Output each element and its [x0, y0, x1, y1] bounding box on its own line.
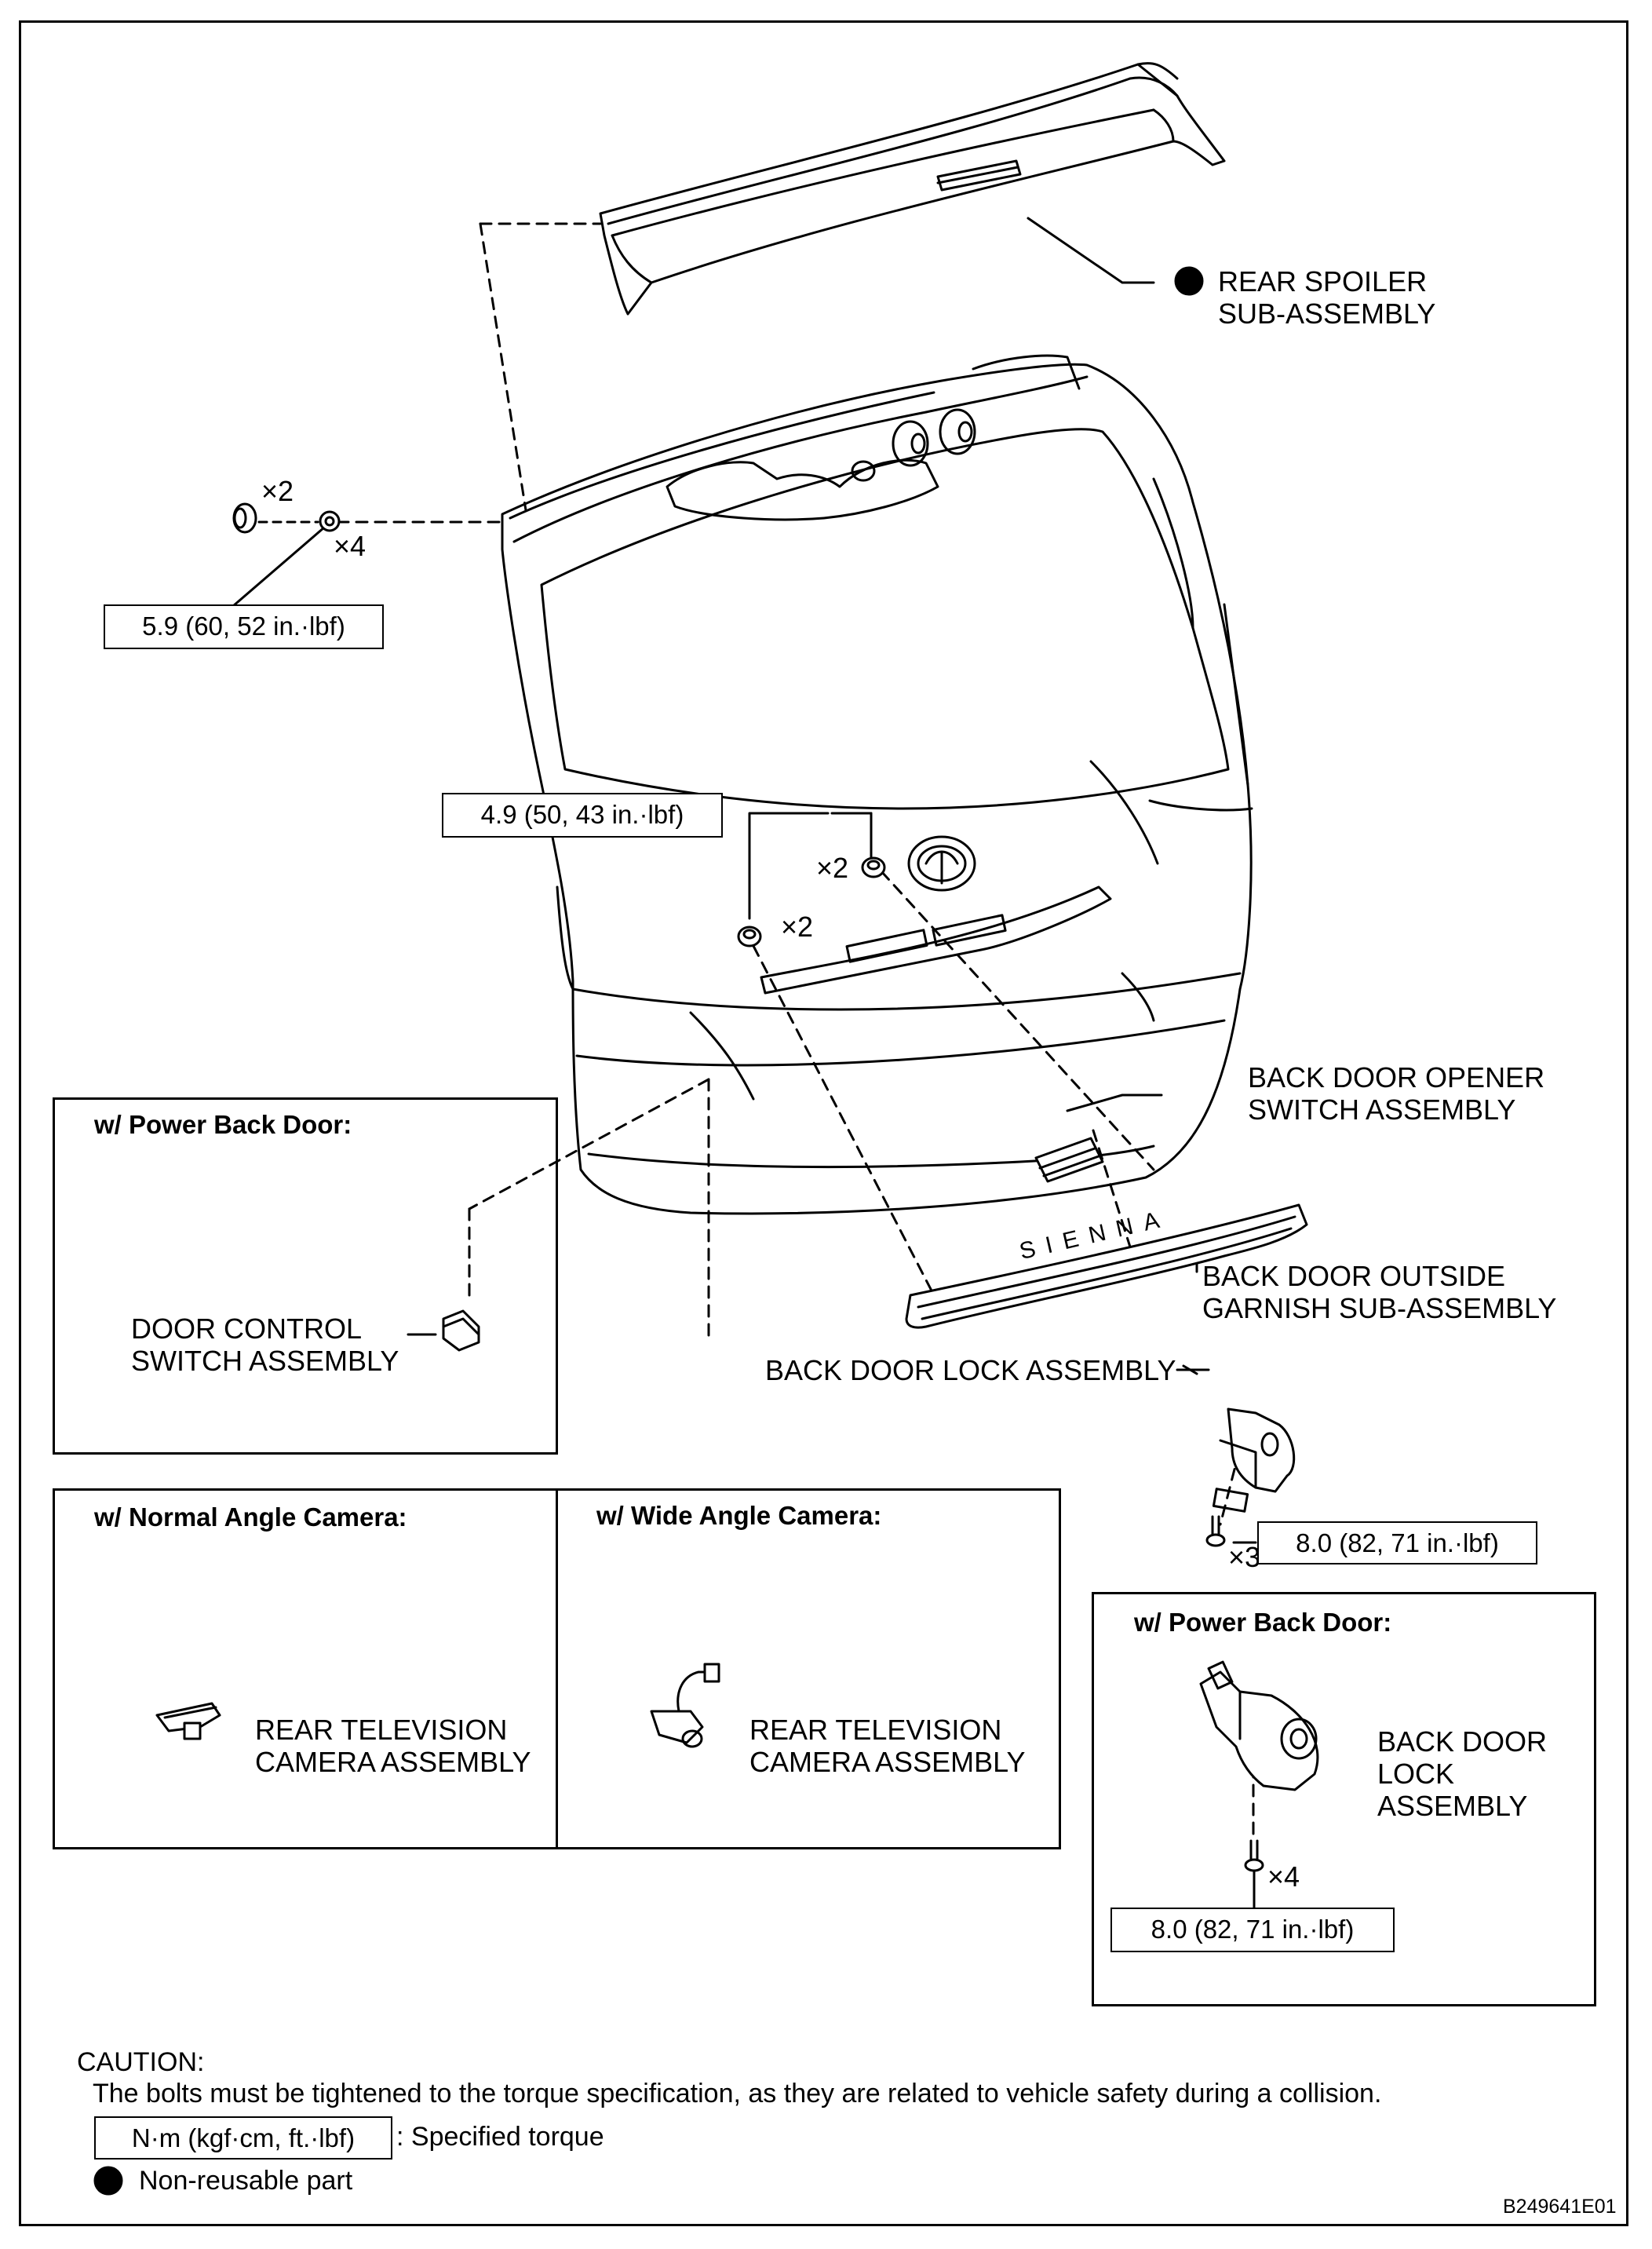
- spoiler-nut-quantity: ×4: [334, 530, 367, 562]
- back-door-panel: [502, 356, 1252, 1214]
- lock-bolt: [1207, 1517, 1224, 1546]
- rear-tv-camera-wide-label: REAR TELEVISION CAMERA ASSEMBLY: [749, 1714, 1026, 1778]
- non-reusable-marker-legend: [95, 2167, 122, 2194]
- assembly-guide-lines: [337, 224, 1253, 1837]
- caution-text: The bolts must be tightened to the torqu…: [93, 2079, 1382, 2108]
- figure-id: B249641E01: [1503, 2196, 1617, 2218]
- inset-power-back-door-lock-title: w/ Power Back Door:: [1134, 1608, 1392, 1637]
- torque-unit-legend: N·m (kgf·cm, ft.·lbf): [94, 2116, 392, 2160]
- spoiler-clips-nuts: [234, 504, 339, 532]
- non-reusable-legend-text: Non-reusable part: [139, 2166, 353, 2196]
- inset-camera-divider: [556, 1488, 558, 1849]
- callout-leaders: [233, 218, 1315, 1915]
- power-back-door-lock-part: [1201, 1662, 1318, 1790]
- spoiler-nut-torque: 5.9 (60, 52 in.·lbf): [104, 604, 384, 649]
- back-door-opener-label: BACK DOOR OPENER SWITCH ASSEMBLY: [1248, 1061, 1545, 1126]
- garnish-nuts: [738, 858, 884, 946]
- rear-tv-camera-normal-label: REAR TELEVISION CAMERA ASSEMBLY: [255, 1714, 531, 1778]
- inset-power-back-door-switch-title: w/ Power Back Door:: [94, 1110, 352, 1139]
- power-lock-bolt: [1245, 1841, 1263, 1871]
- lock-bolt-quantity: ×3: [1228, 1541, 1261, 1573]
- back-door-lock-label: BACK DOOR LOCK ASSEMBLY: [765, 1354, 1176, 1386]
- back-door-garnish-label: BACK DOOR OUTSIDE GARNISH SUB-ASSEMBLY: [1202, 1260, 1557, 1324]
- non-reusable-marker-spoiler: [1176, 268, 1202, 294]
- inset-normal-camera-title: w/ Normal Angle Camera:: [94, 1502, 407, 1532]
- diagram-frame: [19, 20, 1628, 2226]
- power-lock-bolt-quantity: ×4: [1267, 1860, 1300, 1893]
- caution-title: CAUTION:: [77, 2047, 205, 2077]
- back-door-lock-part: [1213, 1409, 1293, 1511]
- lock-bolt-torque: 8.0 (82, 71 in.·lbf): [1257, 1521, 1537, 1564]
- inset-wide-camera-title: w/ Wide Angle Camera:: [596, 1501, 882, 1530]
- garnish-nut-torque: 4.9 (50, 43 in.·lbf): [442, 793, 723, 838]
- garnish-lower-nut-quantity: ×2: [781, 911, 814, 943]
- back-door-lock-power-label: BACK DOOR LOCK ASSEMBLY: [1377, 1725, 1548, 1822]
- door-control-switch-label: DOOR CONTROL SWITCH ASSEMBLY: [131, 1313, 399, 1377]
- door-control-switch-part: [443, 1311, 479, 1350]
- normal-camera-part: [157, 1703, 220, 1739]
- wide-camera-part: [651, 1664, 719, 1747]
- back-door-garnish-part: [906, 1205, 1307, 1327]
- rear-spoiler-part: [600, 64, 1224, 314]
- garnish-upper-nut-quantity: ×2: [816, 852, 849, 884]
- power-lock-bolt-torque: 8.0 (82, 71 in.·lbf): [1110, 1908, 1395, 1952]
- torque-unit-description: : Specified torque: [396, 2122, 604, 2152]
- inset-power-back-door-switch: [53, 1097, 558, 1455]
- spoiler-clip-quantity: ×2: [261, 475, 294, 507]
- inset-power-back-door-lock: [1092, 1592, 1596, 2006]
- rear-spoiler-label: REAR SPOILER SUB-ASSEMBLY: [1218, 265, 1436, 330]
- back-door-opener-switch-part: [1036, 1138, 1103, 1181]
